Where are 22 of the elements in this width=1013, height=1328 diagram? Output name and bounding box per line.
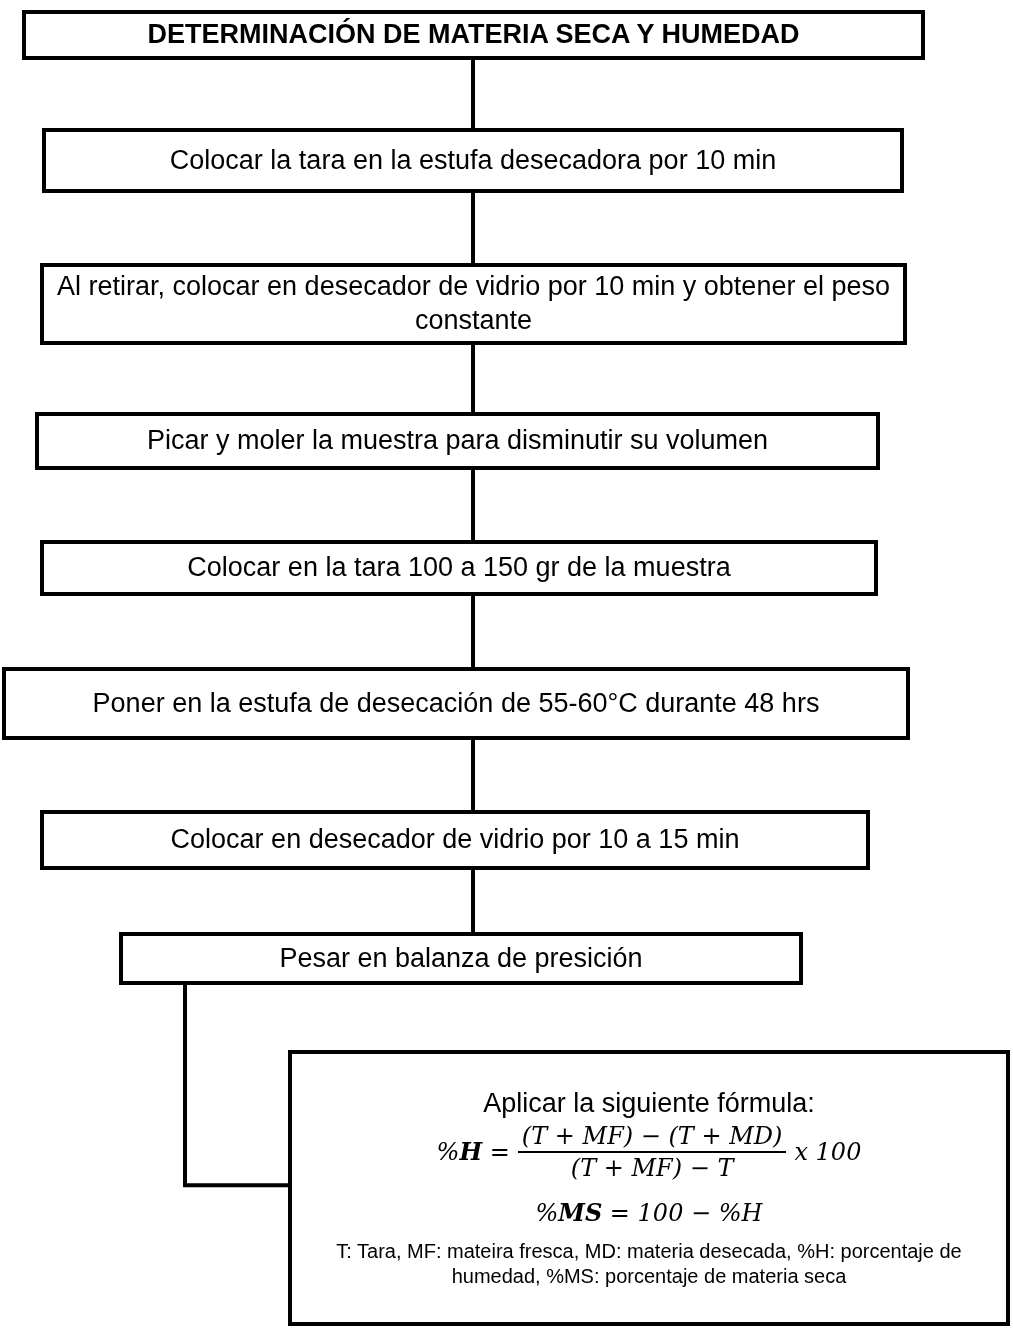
formula-text: x 100 (794, 1136, 862, 1168)
connector-line (471, 870, 475, 932)
connector-line (471, 596, 475, 667)
formula-text: %MS = 100 − %H (535, 1196, 763, 1229)
connector-line (471, 193, 475, 263)
connector-line (471, 60, 475, 128)
connector-line (183, 985, 288, 1188)
process-box: Colocar la tara en la estufa desecadora por 10 min (42, 128, 904, 193)
process-box: Picar y moler la muestra para disminutir su volumen (35, 412, 880, 470)
process-box: Colocar en la tara 100 a 150 gr de la muestra (40, 540, 878, 596)
fraction-denominator: (T + MF) − T (569, 1152, 736, 1183)
connector-line (471, 345, 475, 412)
process-box: Colocar en desecador de vidrio por 10 a 15 min (40, 810, 870, 870)
title-box: DETERMINACIÓN DE MATERIA SECA Y HUMEDAD (22, 10, 925, 60)
formula-text: %H = (436, 1135, 510, 1168)
fraction-numerator: (T + MF) − (T + MD) (520, 1120, 784, 1151)
connector-line (471, 470, 475, 540)
process-box: Pesar en balanza de presición (119, 932, 803, 985)
connector-line (471, 740, 475, 810)
legend-note: T: Tara, MF: mateira fresca, MD: materia desecada, %H: porcentaje de humedad, %MS: porcentaje de materia seca (335, 1238, 963, 1289)
process-box: Poner en la estufa de desecación de 55-60°C durante 48 hrs (2, 667, 910, 740)
process-box: Al retirar, colocar en desecador de vidrio por 10 min y obtener el peso constante (40, 263, 907, 345)
